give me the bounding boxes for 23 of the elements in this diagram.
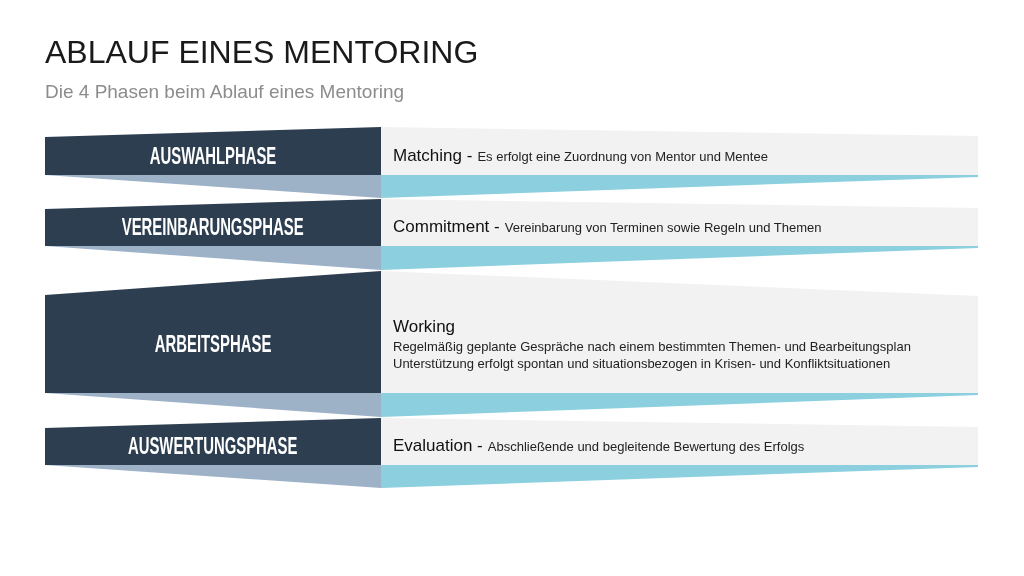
phase-title: AUSWERTUNGSPHASE — [128, 433, 298, 460]
phase-keyword: Working — [393, 316, 456, 338]
description-text: Es erfolgt eine Zuordnung von Mentor und Mentee — [477, 147, 768, 166]
phase-keyword: Evaluation - — [393, 435, 483, 457]
phase-title: AUSWAHLPHASE — [149, 142, 277, 170]
phase-keyword: Matching - — [393, 144, 473, 167]
phase-banner — [45, 127, 381, 175]
description-text: Regelmäßig geplante Gespräche nach einem bestimmten Themen- und Bearbeitungsplan — [393, 337, 911, 356]
description-panel — [381, 127, 978, 175]
phase-banner — [45, 199, 381, 246]
page-title: ABLAUF EINES MENTORING — [45, 34, 479, 71]
phase-title: ARBEITSPHASE — [154, 330, 272, 358]
page-subtitle: Die 4 Phasen beim Ablauf eines Mentoring — [45, 81, 405, 104]
phase-title: VEREINBARUNGSPHASE — [122, 214, 304, 241]
description-panel — [381, 418, 978, 465]
description-text: Abschließende und begleitende Bewertung des Erfolgs — [487, 438, 805, 456]
description-panel — [381, 199, 978, 246]
phase-banner — [45, 418, 381, 465]
description-panel — [381, 271, 978, 393]
phase-keyword: Commitment - — [393, 216, 500, 238]
description-text: Unterstützung erfolgt spontan und situationsbezogen in Krisen- und Konfliktsituationen — [393, 355, 891, 373]
description-text: Vereinbarung von Terminen sowie Regeln und Themen — [504, 219, 822, 237]
phase-banner — [45, 271, 381, 393]
